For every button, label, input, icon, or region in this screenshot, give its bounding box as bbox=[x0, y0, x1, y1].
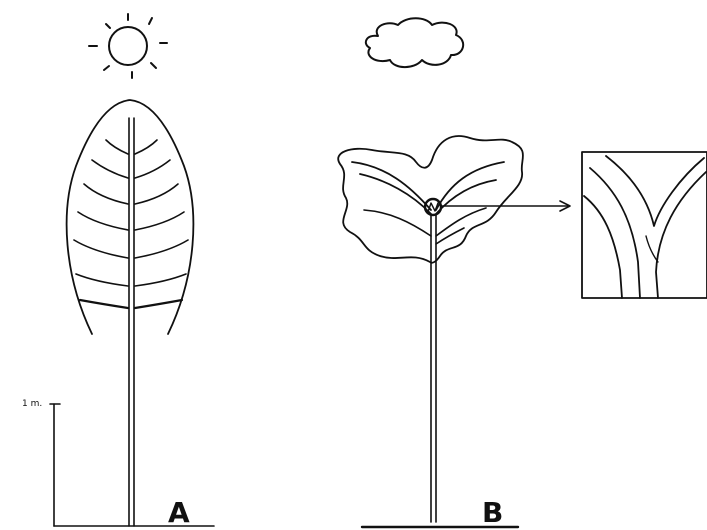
scale-label: 1 m. bbox=[22, 399, 42, 409]
scale-bar: 1 m. bbox=[22, 399, 60, 526]
tree-b bbox=[338, 136, 523, 522]
tree-label-b: B bbox=[482, 496, 503, 529]
sun-icon bbox=[89, 14, 167, 78]
magnified-fork-inset bbox=[582, 152, 707, 298]
tree-a bbox=[67, 100, 194, 526]
tree-label-a: A bbox=[168, 496, 190, 529]
tree-b-branches bbox=[352, 162, 504, 244]
inset-pointer-arrow bbox=[441, 201, 570, 211]
tree-a-branches bbox=[74, 140, 188, 308]
cloud-icon bbox=[366, 18, 463, 67]
